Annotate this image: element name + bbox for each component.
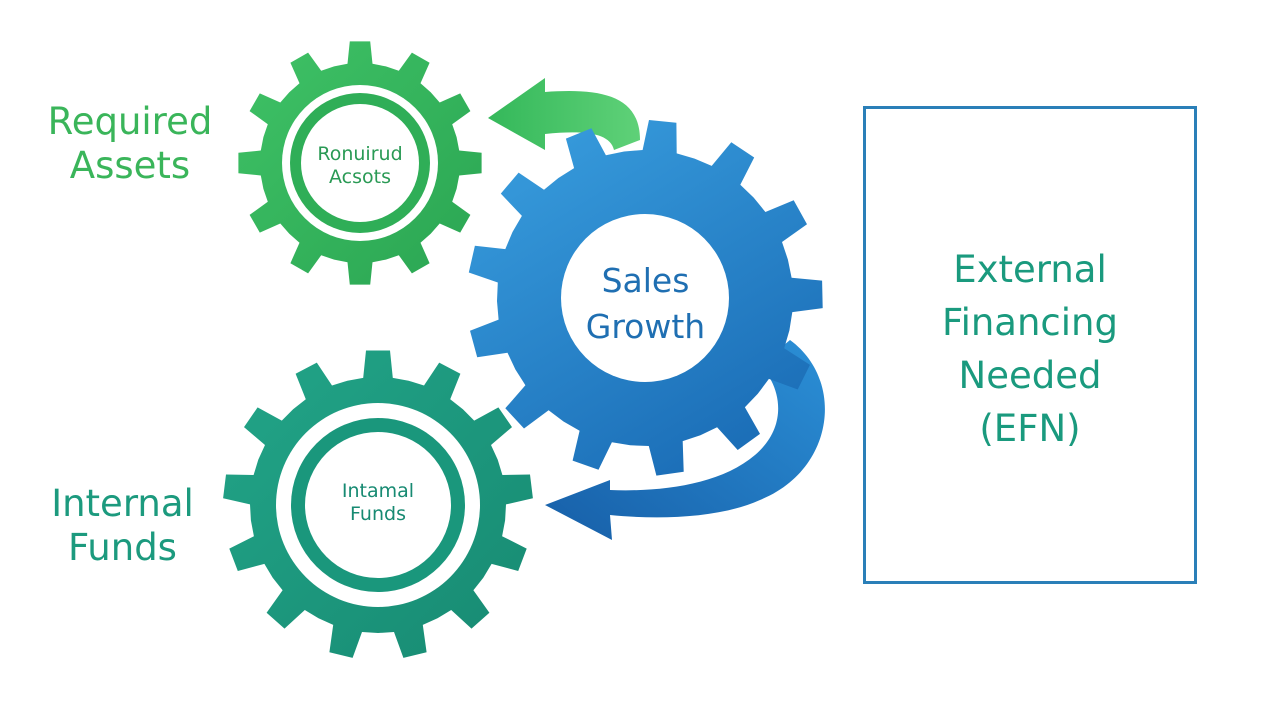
internal-funds-label: Internal Funds — [20, 482, 225, 570]
curved-arrow-to-required-assets-icon — [488, 78, 640, 150]
required-assets-gear-text: Ronuirud Acsots — [300, 143, 420, 189]
efn-text-line3: Needed — [958, 354, 1102, 397]
internal-funds-label-line2: Funds — [68, 526, 177, 569]
sales-growth-gear-text-line2: Growth — [585, 307, 706, 346]
curved-arrow-to-internal-funds-icon — [545, 340, 825, 540]
required-assets-label-line2: Assets — [69, 144, 191, 187]
efn-text-line2: Financing — [941, 301, 1118, 344]
efn-text-line4: (EFN) — [979, 407, 1081, 450]
internal-funds-gear-text: Intamal Funds — [316, 480, 440, 526]
gear-internal-ring-2 — [305, 432, 451, 578]
efn-text: External Financing Needed (EFN) — [942, 243, 1118, 455]
required-assets-label-line1: Required — [47, 100, 213, 143]
internal-funds-gear-text-line2: Funds — [350, 503, 406, 525]
internal-funds-label-line1: Internal — [51, 482, 194, 525]
required-assets-gear-text-line2: Acsots — [329, 166, 391, 188]
sales-growth-gear-text: Sales Growth — [563, 258, 728, 350]
gear-required-ring-2 — [301, 104, 419, 222]
required-assets-gear-icon — [238, 41, 482, 285]
gear-sales-ring-0 — [561, 214, 729, 382]
sales-growth-gear-text-line1: Sales — [601, 261, 690, 300]
required-assets-gear-text-line1: Ronuirud — [317, 143, 403, 165]
required-assets-label: Required Assets — [20, 100, 240, 188]
efn-text-line1: External — [953, 248, 1107, 291]
internal-funds-gear-icon — [223, 350, 533, 658]
internal-funds-gear-text-line1: Intamal — [341, 480, 415, 502]
sales-growth-gear-icon — [468, 120, 823, 476]
efn-box: External Financing Needed (EFN) — [863, 106, 1197, 584]
